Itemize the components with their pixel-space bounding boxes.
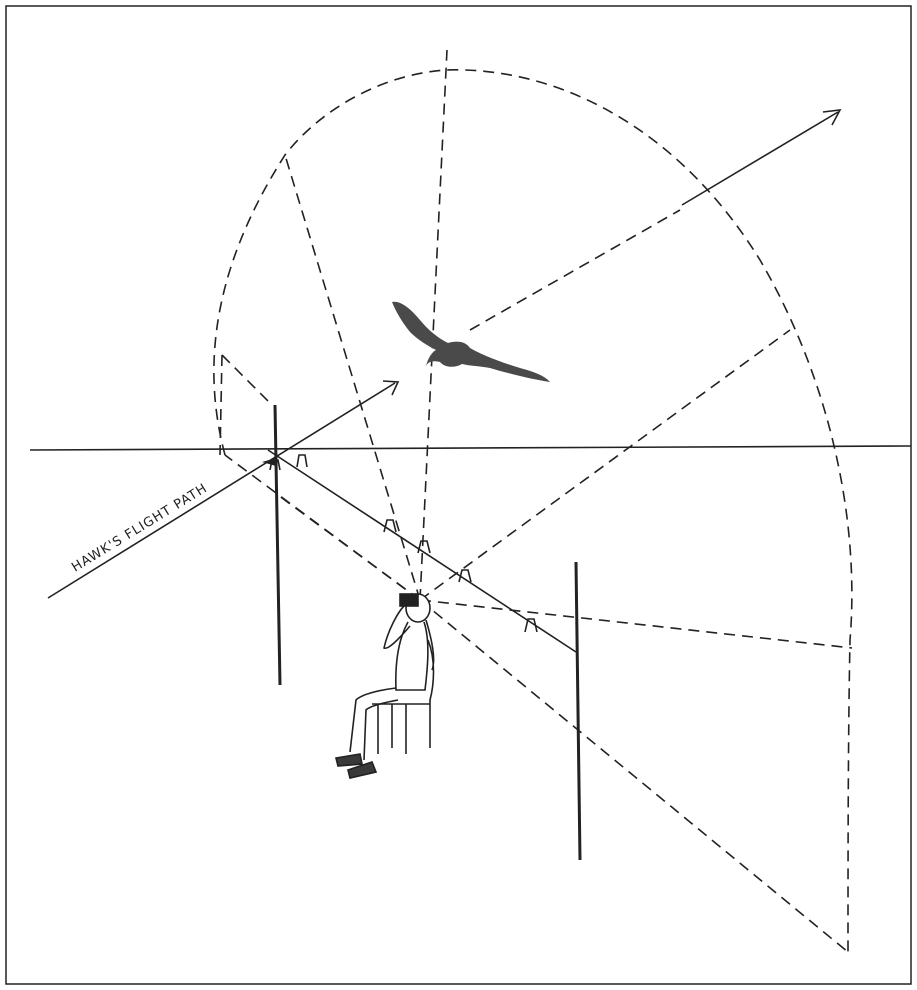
dome-left-edge (220, 355, 222, 455)
left-pole (275, 405, 280, 685)
dome-outline (214, 70, 852, 955)
flight-path-label: HAWK'S FLIGHT PATH (69, 481, 210, 576)
dome-left-corner (222, 355, 272, 405)
sight-line-1 (285, 155, 420, 600)
horizon-line (30, 446, 911, 450)
sight-lines (225, 50, 852, 952)
bird-path-dashed (470, 210, 680, 330)
hawk-silhouette-icon (392, 302, 550, 382)
lure-icon (525, 619, 537, 632)
frame-border (6, 6, 911, 984)
flight-path-line-upper (682, 112, 838, 205)
seated-observer-with-binoculars-icon (336, 594, 434, 778)
sight-line-3 (420, 330, 790, 600)
lure-icon (418, 541, 430, 553)
sight-line-7 (278, 495, 420, 600)
sight-line-4 (420, 600, 852, 648)
lure-icon (297, 455, 307, 467)
sight-line-5 (420, 600, 848, 952)
right-pole (576, 562, 580, 860)
flight-path-arrowhead-lower (383, 381, 398, 395)
lure-icon (459, 570, 471, 582)
